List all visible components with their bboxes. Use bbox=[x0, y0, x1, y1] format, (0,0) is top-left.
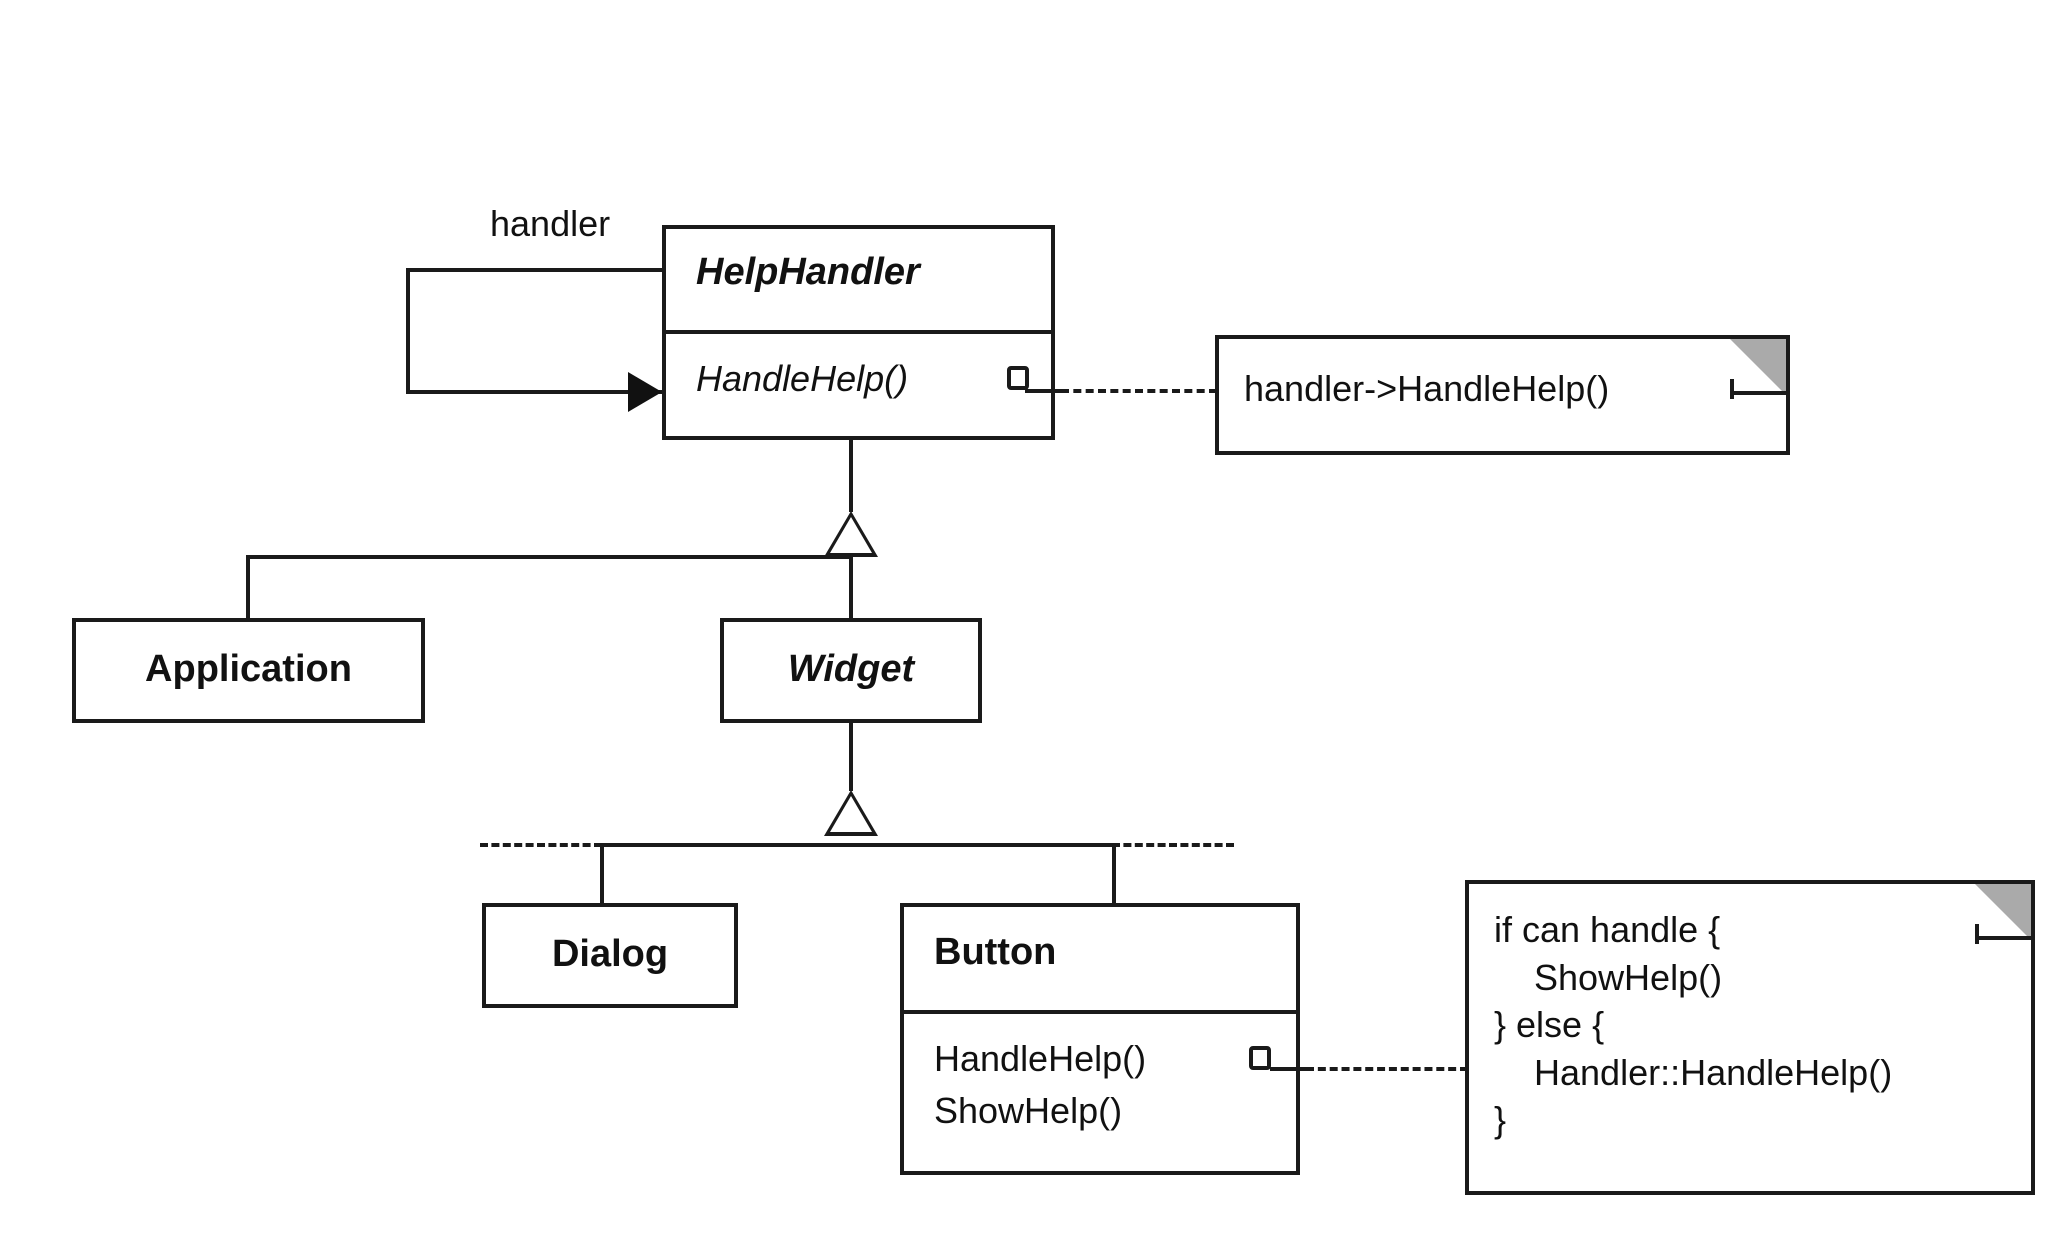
operation-button-handlehelp: HandleHelp() bbox=[934, 1038, 1147, 1079]
handler-association-top-segment bbox=[406, 268, 664, 272]
generalization-bar-widget-dashed-left bbox=[480, 843, 602, 847]
operation-button-showhelp: ShowHelp() bbox=[934, 1090, 1123, 1131]
class-name-application: Application bbox=[145, 648, 352, 690]
generalization-stem-widget bbox=[849, 723, 853, 791]
dialog-name-compartment: Dialog bbox=[486, 907, 734, 1004]
note-fold-edge-horizontal bbox=[1730, 391, 1786, 395]
note-fold-edge-vertical bbox=[1730, 379, 1734, 399]
class-name-helphandler: HelpHandler bbox=[696, 251, 920, 293]
helphandler-name-compartment: HelpHandler bbox=[666, 229, 1051, 330]
note-fold-edge-horizontal-button bbox=[1975, 936, 2031, 940]
class-name-widget: Widget bbox=[787, 648, 915, 690]
generalization-drop-widget bbox=[849, 555, 853, 620]
association-label-handler: handler bbox=[490, 203, 611, 244]
helphandler-operations-compartment: HandleHelp() bbox=[666, 330, 1051, 440]
application-name-compartment: Application bbox=[76, 622, 421, 719]
note-anchor-stub-helphandler bbox=[1025, 389, 1061, 393]
class-box-helphandler[interactable]: HelpHandler HandleHelp() bbox=[662, 225, 1055, 440]
generalization-triangle-widget bbox=[824, 790, 878, 836]
note-button-handlehelp: if can handle { ShowHelp() } else { Hand… bbox=[1465, 880, 2035, 1195]
note-anchor-icon bbox=[1007, 366, 1029, 390]
note-fold-edge-vertical-button bbox=[1975, 924, 1979, 944]
generalization-bar-widget-dashed-right bbox=[1112, 843, 1234, 847]
note-button-handlehelp-text: if can handle { ShowHelp() } else { Hand… bbox=[1494, 909, 1893, 1141]
generalization-stem-helphandler bbox=[849, 440, 853, 512]
note-fold-icon-button bbox=[1975, 884, 2031, 940]
button-operations-compartment: HandleHelp() ShowHelp() bbox=[904, 1010, 1296, 1175]
class-box-application[interactable]: Application bbox=[72, 618, 425, 723]
handler-association-left-segment bbox=[406, 268, 410, 394]
class-name-button: Button bbox=[934, 931, 1057, 973]
operation-helphandler-handlehelp: HandleHelp() bbox=[696, 358, 909, 399]
button-name-compartment: Button bbox=[904, 907, 1296, 1010]
widget-name-compartment: Widget bbox=[724, 622, 978, 719]
generalization-drop-dialog bbox=[600, 843, 604, 905]
note-handlehelp: handler->HandleHelp() bbox=[1215, 335, 1790, 455]
generalization-triangle-helphandler bbox=[824, 511, 878, 557]
handler-association-bottom-segment bbox=[406, 390, 662, 394]
note-leader-helphandler bbox=[1061, 389, 1217, 393]
class-box-dialog[interactable]: Dialog bbox=[482, 903, 738, 1008]
note-anchor-stub-button bbox=[1270, 1067, 1306, 1071]
note-leader-button bbox=[1306, 1067, 1468, 1071]
generalization-drop-application bbox=[246, 555, 250, 620]
generalization-bar-helphandler bbox=[246, 555, 851, 559]
note-anchor-icon-button bbox=[1249, 1046, 1271, 1070]
note-fold-icon bbox=[1730, 339, 1786, 395]
generalization-drop-button bbox=[1112, 843, 1116, 905]
class-name-dialog: Dialog bbox=[551, 933, 669, 975]
note-handlehelp-text: handler->HandleHelp() bbox=[1244, 368, 1610, 409]
generalization-bar-widget bbox=[600, 843, 1116, 847]
class-box-button[interactable]: Button HandleHelp() ShowHelp() bbox=[900, 903, 1300, 1175]
handler-association-arrowhead bbox=[628, 372, 662, 412]
class-box-widget[interactable]: Widget bbox=[720, 618, 982, 723]
